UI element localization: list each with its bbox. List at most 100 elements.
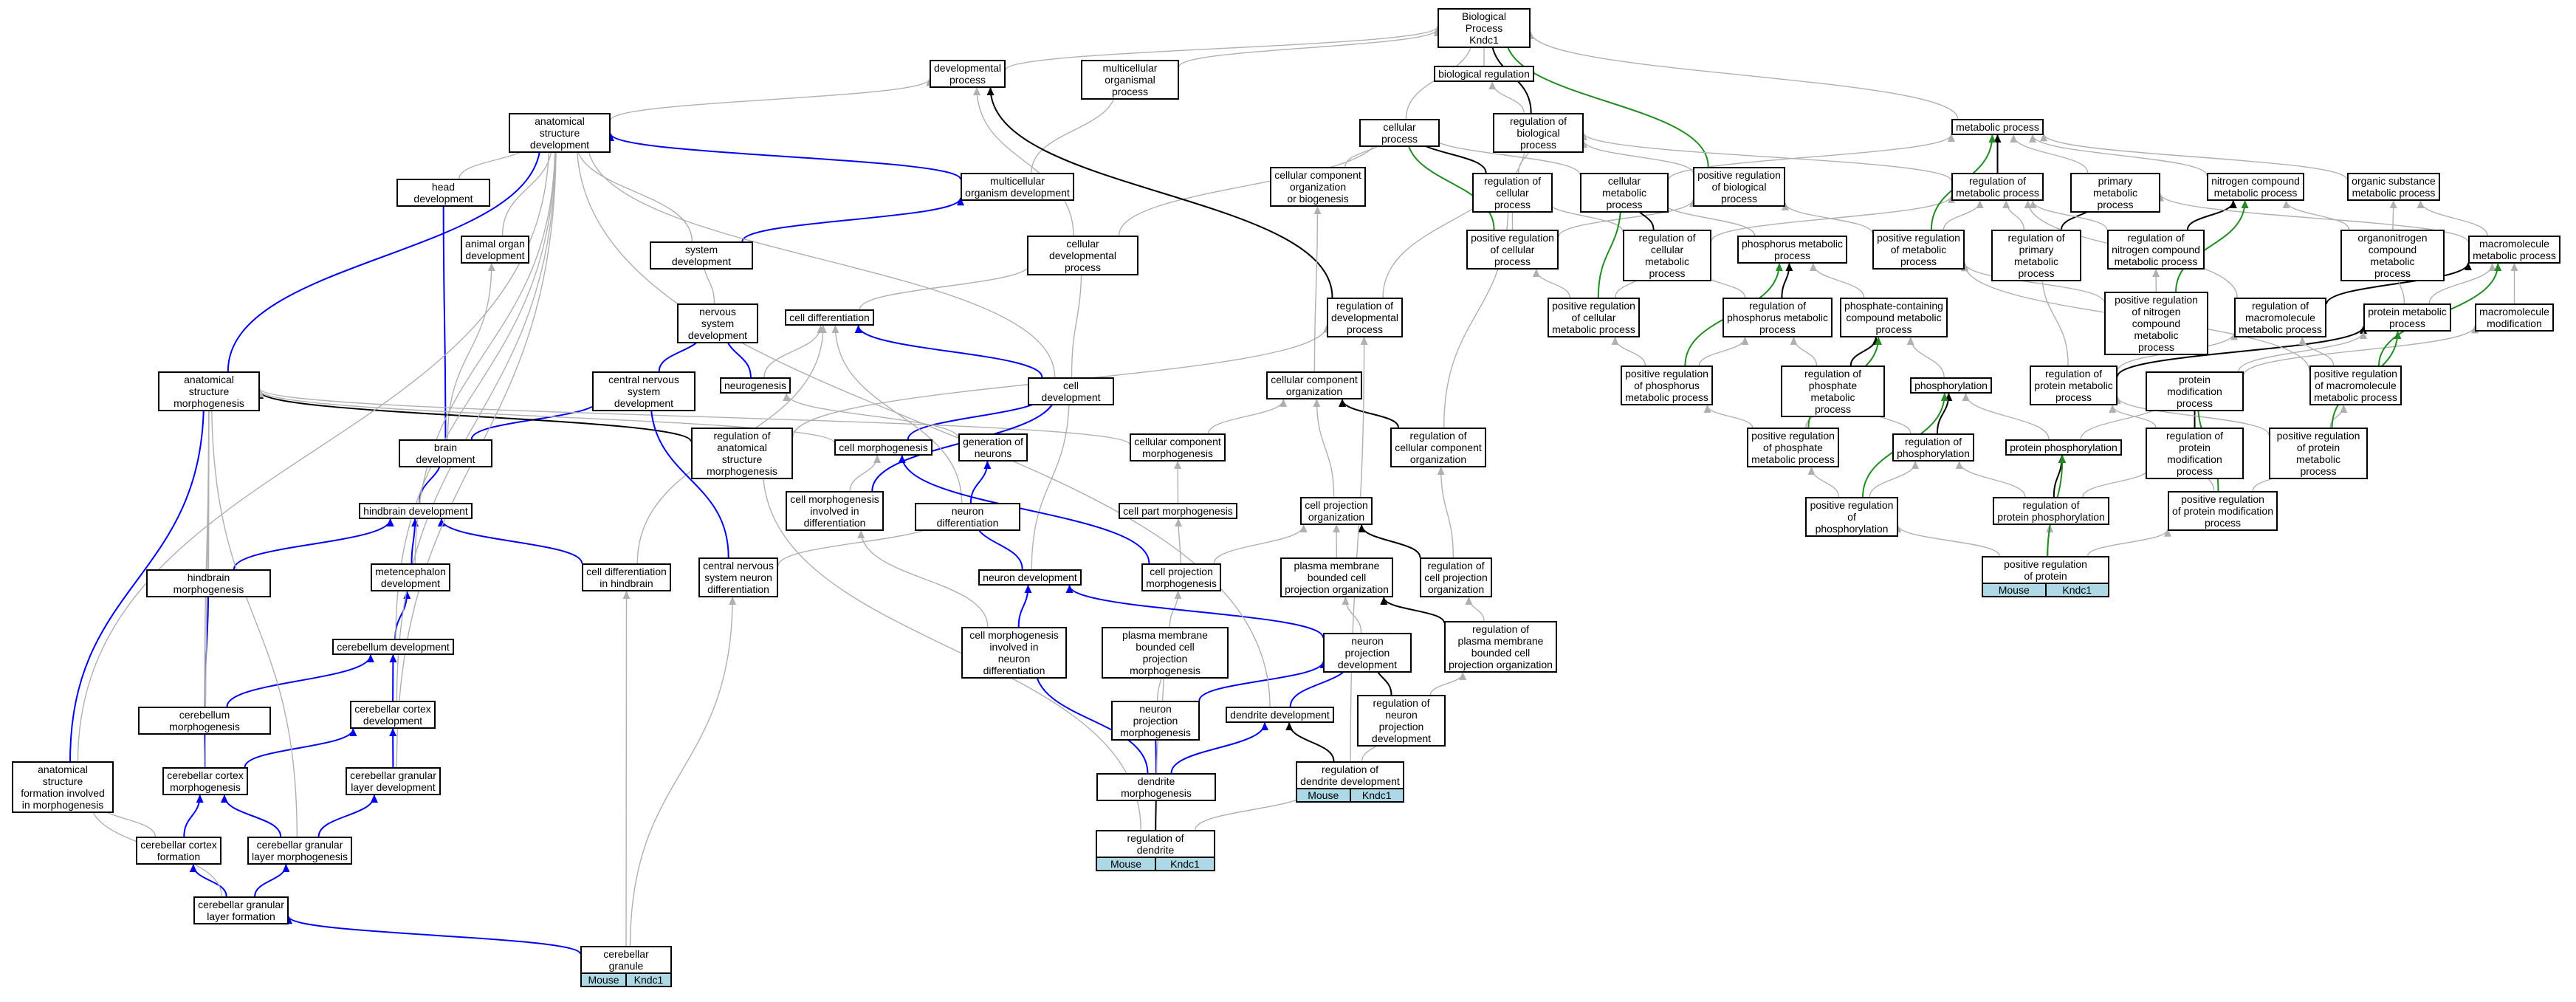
- go-term-node[interactable]: brain development: [399, 439, 492, 467]
- go-term-node[interactable]: cerebellar cortex development: [350, 701, 436, 729]
- go-term-node[interactable]: multicellular organismal process: [1081, 60, 1179, 100]
- go-term-node[interactable]: macromolecule modification: [2475, 303, 2554, 332]
- go-term-node[interactable]: cerebellar granular layer morphogenesis: [247, 837, 352, 865]
- go-term-node[interactable]: hindbrain development: [359, 503, 473, 519]
- species-tag: Mouse: [588, 974, 619, 986]
- edge-is-a: [2157, 193, 2469, 243]
- go-term-node[interactable]: positive regulation of metabolic process: [1872, 230, 1965, 270]
- go-term-node[interactable]: hindbrain morphogenesis: [146, 569, 271, 597]
- go-term-node[interactable]: regulation of phosphorylation: [1892, 433, 1974, 461]
- go-term-node[interactable]: phosphorus metabolic process: [1737, 236, 1847, 264]
- go-term-node[interactable]: regulation of phosphate metabolic proces…: [1781, 366, 1885, 417]
- go-term-node[interactable]: anatomical structure formation involved …: [12, 761, 114, 813]
- go-term-node[interactable]: regulation of neuron projection developm…: [1357, 695, 1446, 747]
- go-term-node[interactable]: regulation of protein phosphorylation: [1993, 497, 2109, 525]
- go-term-node[interactable]: cell development: [1028, 377, 1114, 405]
- go-term-node[interactable]: animal organ development: [461, 236, 529, 264]
- go-term-node[interactable]: regulation of cell projection organizati…: [1420, 557, 1492, 597]
- go-term-node[interactable]: positive regulation of phosphorylation: [1805, 497, 1898, 537]
- go-term-node[interactable]: plasma membrane bounded cell projection …: [1102, 627, 1229, 679]
- go-term-node[interactable]: Biological Process Kndc1: [1438, 8, 1531, 48]
- go-term-node[interactable]: phosphate-containing compound metabolic …: [1840, 298, 1948, 337]
- go-term-node[interactable]: positive regulation of cellular process: [1466, 230, 1559, 270]
- go-term-node[interactable]: generation of neurons: [958, 433, 1028, 461]
- go-term-node[interactable]: protein modification process: [2146, 371, 2244, 411]
- go-term-node[interactable]: cellular component organization or bioge…: [1270, 167, 1366, 207]
- go-term-node[interactable]: positive regulation of protein modificat…: [2168, 491, 2278, 531]
- edge-is-a: [1955, 461, 2026, 498]
- go-term-node[interactable]: nervous system development: [677, 303, 758, 343]
- go-term-node[interactable]: regulation of biological process: [1493, 113, 1584, 153]
- go-term-node[interactable]: regulation of protein metabolic process: [2030, 366, 2118, 405]
- go-term-node[interactable]: positive regulation of nitrogen compound…: [2104, 292, 2208, 355]
- go-term-node[interactable]: cerebellar granular layer development: [346, 767, 441, 795]
- go-term-node[interactable]: cell differentiation: [785, 309, 874, 326]
- go-term-node[interactable]: protein metabolic process: [2363, 303, 2451, 332]
- go-term-node[interactable]: cellular developmental process: [1027, 236, 1138, 275]
- go-term-node[interactable]: regulation of cellular component organiz…: [1390, 428, 1486, 467]
- go-term-node[interactable]: regulation of primary metabolic process: [1991, 230, 2081, 281]
- go-term-node[interactable]: metabolic process: [1951, 119, 2044, 135]
- go-term-node[interactable]: neuron differentiation: [915, 503, 1020, 531]
- go-term-node[interactable]: cerebellar granular layer formation: [193, 896, 289, 924]
- go-term-node[interactable]: regulation of plasma membrane bounded ce…: [1444, 621, 1557, 673]
- go-term-node[interactable]: dendrite development: [1226, 707, 1334, 723]
- go-term-node[interactable]: regulation of phosphorus metabolic proce…: [1723, 298, 1833, 337]
- go-term-node[interactable]: cell differentiation in hindbrain: [582, 563, 671, 591]
- go-term-node[interactable]: central nervous system development: [592, 371, 695, 411]
- go-term-node[interactable]: multicellular organism development: [961, 173, 1074, 201]
- go-term-node[interactable]: cerebellar cortex formation: [136, 837, 221, 865]
- go-term-node[interactable]: cellular process: [1359, 119, 1440, 147]
- go-term-node[interactable]: regulation of metabolic process: [1951, 173, 2044, 201]
- go-term-node[interactable]: positive regulation of protein metabolic…: [2269, 428, 2368, 479]
- go-term-node[interactable]: regulation of cellular process: [1472, 173, 1553, 213]
- go-term-node[interactable]: cellular component morphogenesis: [1130, 433, 1226, 461]
- go-term-node[interactable]: positive regulation of macromolecule met…: [2309, 366, 2402, 405]
- edge-part-of: [647, 399, 729, 558]
- go-term-node[interactable]: cell morphogenesis involved in different…: [786, 491, 884, 531]
- go-term-node[interactable]: cellular component organization: [1266, 371, 1362, 399]
- go-term-node[interactable]: dendrite morphogenesis: [1096, 773, 1216, 801]
- go-term-node[interactable]: regulation of cellular metabolic process: [1623, 230, 1711, 281]
- go-term-node[interactable]: positive regulation of biological proces…: [1693, 167, 1785, 207]
- go-term-node[interactable]: macromolecule metabolic process: [2468, 236, 2560, 264]
- go-term-node[interactable]: cell morphogenesis: [834, 439, 932, 456]
- go-term-node[interactable]: biological regulation: [1434, 66, 1534, 82]
- go-term-node[interactable]: neuron projection development: [1323, 633, 1412, 673]
- go-term-node[interactable]: neurogenesis: [720, 377, 791, 394]
- go-term-node[interactable]: cerebellar cortex morphogenesis: [162, 767, 248, 795]
- go-term-node[interactable]: neuron projection morphogenesis: [1111, 701, 1200, 741]
- go-term-node[interactable]: cell projection morphogenesis: [1141, 563, 1221, 591]
- go-term-node[interactable]: organic substance metabolic process: [2347, 173, 2440, 201]
- edge-regulates: [1285, 722, 1335, 762]
- go-term-node[interactable]: regulation of dendrite development: [1296, 761, 1404, 789]
- go-term-node[interactable]: primary metabolic process: [2070, 173, 2160, 213]
- go-term-node[interactable]: developmental process: [930, 60, 1006, 88]
- go-term-node[interactable]: regulation of developmental process: [1327, 298, 1403, 337]
- go-term-node[interactable]: cellular metabolic process: [1580, 173, 1669, 213]
- go-term-node[interactable]: regulation of macromolecule metabolic pr…: [2234, 298, 2326, 337]
- go-term-node[interactable]: positive regulation of phosphate metabol…: [1747, 428, 1839, 467]
- go-term-node[interactable]: regulation of anatomical structure morph…: [691, 428, 793, 479]
- go-term-node[interactable]: plasma membrane bounded cell projection …: [1280, 557, 1393, 597]
- go-term-node[interactable]: anatomical structure development: [509, 113, 611, 153]
- go-term-node[interactable]: positive regulation of cellular metaboli…: [1548, 298, 1640, 337]
- go-term-node[interactable]: cell projection organization: [1300, 497, 1373, 525]
- go-term-node[interactable]: head development: [396, 179, 490, 207]
- go-term-node[interactable]: metencephalon development: [371, 563, 450, 591]
- go-term-node[interactable]: protein phosphorylation: [2005, 439, 2122, 456]
- go-term-node[interactable]: cerebellum morphogenesis: [138, 707, 271, 735]
- go-term-node[interactable]: phosphorylation: [1910, 377, 1992, 394]
- go-term-node[interactable]: cell morphogenesis involved in neuron di…: [961, 627, 1067, 679]
- go-term-node[interactable]: regulation of protein modification proce…: [2146, 428, 2244, 479]
- go-term-node[interactable]: central nervous system neuron differenti…: [698, 557, 778, 597]
- go-term-node[interactable]: regulation of nitrogen compound metaboli…: [2107, 230, 2205, 270]
- go-term-node[interactable]: system development: [650, 241, 753, 270]
- go-term-node[interactable]: nitrogen compound metabolic process: [2207, 173, 2304, 201]
- go-term-node[interactable]: neuron development: [978, 569, 1082, 586]
- go-term-node[interactable]: cerebellum development: [332, 639, 454, 655]
- go-term-node[interactable]: positive regulation of phosphorus metabo…: [1621, 366, 1713, 405]
- go-term-node[interactable]: organonitrogen compound metabolic proces…: [2340, 230, 2445, 281]
- go-term-node[interactable]: cell part morphogenesis: [1119, 503, 1237, 519]
- go-term-node[interactable]: anatomical structure morphogenesis: [158, 371, 260, 411]
